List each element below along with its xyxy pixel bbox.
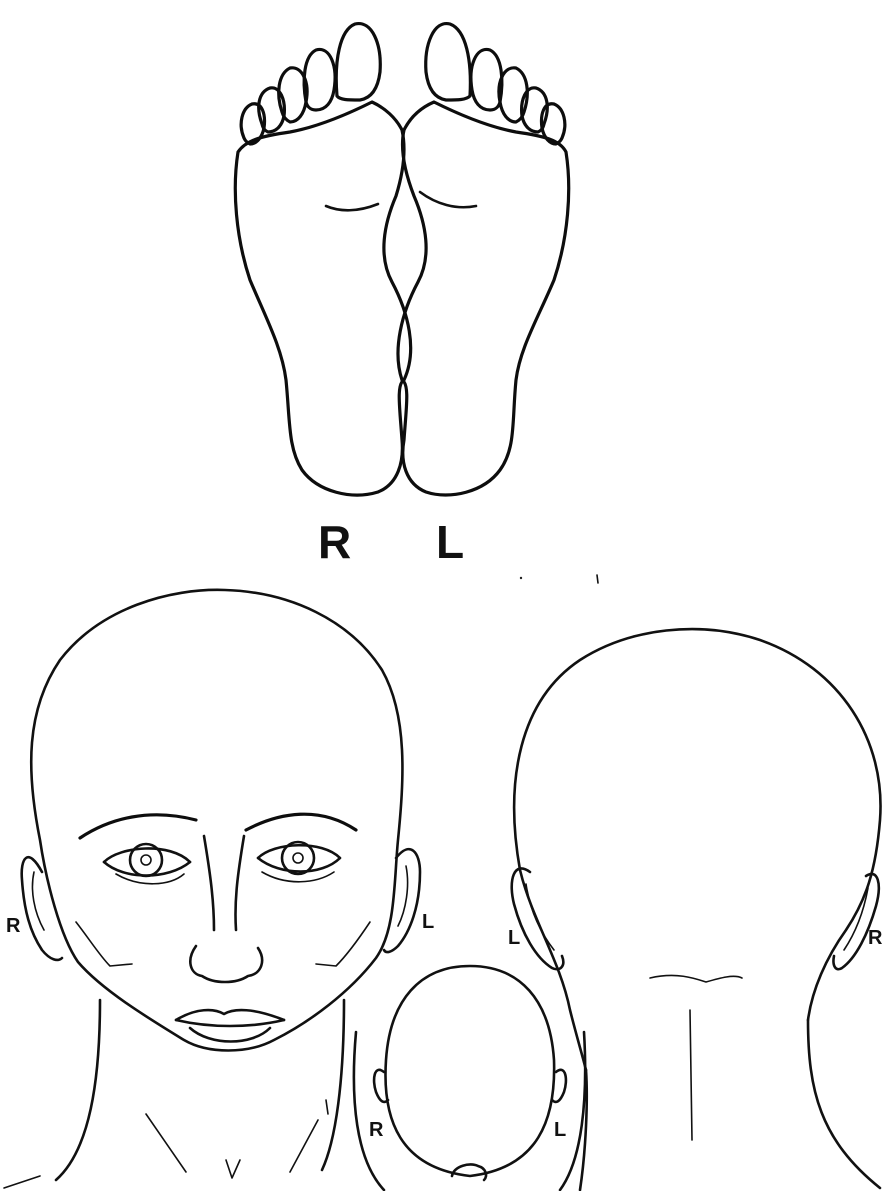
front-neck-left bbox=[322, 1000, 344, 1170]
top-head-shoulder-curve-right bbox=[354, 1032, 384, 1190]
right-second-toe bbox=[304, 49, 335, 110]
scan-mark bbox=[597, 575, 598, 583]
front-head-right-label: R bbox=[6, 915, 21, 937]
front-left-ear bbox=[384, 849, 420, 952]
top-head: R L bbox=[354, 966, 585, 1190]
back-left-ear-inner bbox=[526, 884, 554, 950]
front-head-left-label: L bbox=[422, 911, 434, 933]
feet-left-label: L bbox=[436, 516, 464, 568]
back-neck-right bbox=[808, 1020, 880, 1188]
front-neck-muscle-left bbox=[290, 1120, 318, 1172]
top-head-left-label: L bbox=[554, 1119, 566, 1141]
back-head-outline bbox=[514, 629, 880, 1020]
front-nose-bridge-right bbox=[204, 836, 214, 930]
left-sole-outline bbox=[398, 102, 569, 495]
top-head-nose bbox=[452, 1164, 486, 1180]
scan-dot bbox=[520, 577, 522, 579]
left-second-toe bbox=[471, 49, 502, 110]
right-sole-outline bbox=[235, 102, 410, 495]
back-head-left-label: L bbox=[508, 927, 520, 949]
top-head-right-label: R bbox=[369, 1119, 384, 1141]
front-lower-lip bbox=[190, 1028, 270, 1042]
right-ball-crease bbox=[326, 204, 378, 210]
front-left-eye bbox=[258, 842, 340, 882]
front-adam-apple bbox=[326, 1100, 328, 1114]
back-head: L R bbox=[508, 629, 883, 1190]
front-head: R L bbox=[4, 590, 434, 1188]
front-right-cheek-line bbox=[76, 922, 132, 966]
front-left-cheek-line bbox=[316, 922, 370, 966]
right-big-toe bbox=[336, 24, 380, 100]
back-head-right-label: R bbox=[868, 927, 883, 949]
front-right-eyebrow bbox=[80, 815, 196, 838]
front-throat-notch bbox=[226, 1160, 240, 1178]
front-right-eye bbox=[104, 844, 190, 884]
front-left-eyebrow bbox=[246, 814, 356, 830]
left-sole bbox=[398, 24, 569, 495]
back-spine-line bbox=[690, 1010, 692, 1140]
front-left-ear-inner bbox=[398, 866, 408, 926]
left-big-toe bbox=[426, 24, 471, 100]
front-nose-tip bbox=[190, 946, 262, 982]
back-right-ear bbox=[833, 874, 878, 969]
soles-of-feet: R L bbox=[235, 24, 598, 583]
front-shoulder-right bbox=[4, 1176, 40, 1188]
front-neck-muscle-right bbox=[146, 1114, 186, 1172]
right-sole bbox=[235, 24, 410, 495]
front-mouth-line bbox=[176, 1020, 284, 1026]
front-nose-bridge-left bbox=[235, 836, 244, 930]
left-ball-crease bbox=[420, 192, 476, 207]
back-hairline bbox=[650, 975, 742, 982]
top-head-outline bbox=[385, 966, 554, 1176]
front-right-ear-inner bbox=[32, 872, 44, 930]
front-upper-lip bbox=[176, 1010, 284, 1020]
feet-right-label: R bbox=[318, 516, 351, 568]
front-neck-right bbox=[56, 1000, 100, 1180]
